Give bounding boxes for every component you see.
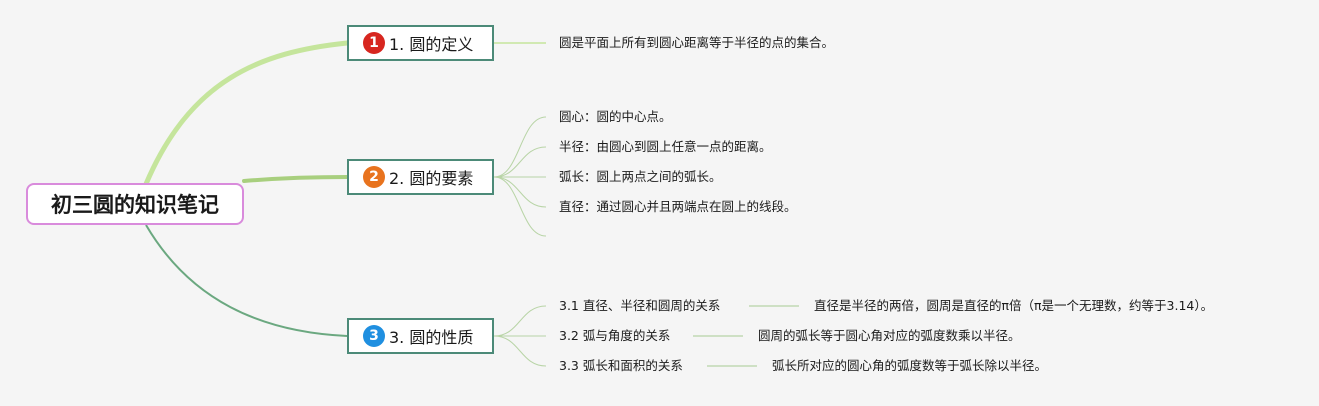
number-badge-3: 3 xyxy=(363,325,385,347)
topic-label: 3. 圆的性质 xyxy=(389,328,474,347)
topic-label: 2. 圆的要素 xyxy=(389,169,474,188)
property-detail-3[interactable]: 弧长所对应的圆心角的弧度数等于弧长除以半径。 xyxy=(772,358,1048,373)
element-radius[interactable]: 半径：由圆心到圆上任意一点的距离。 xyxy=(559,139,772,154)
sub-leaf-lines xyxy=(693,305,799,367)
property-title-1[interactable]: 3.1 直径、半径和圆周的关系 xyxy=(559,298,721,313)
root-topic[interactable]: 初三圆的知识笔记 xyxy=(26,183,244,225)
topic-label: 1. 圆的定义 xyxy=(389,35,474,54)
topic-definition[interactable]: 1 1. 圆的定义 xyxy=(347,25,494,61)
property-detail-2[interactable]: 圆周的弧长等于圆心角对应的弧度数乘以半径。 xyxy=(758,328,1021,343)
definition-text[interactable]: 圆是平面上所有到圆心距离等于半径的点的集合。 xyxy=(559,35,835,50)
topic-elements[interactable]: 2 2. 圆的要素 xyxy=(347,159,494,195)
root-title: 初三圆的知识笔记 xyxy=(51,193,219,217)
number-badge-1: 1 xyxy=(363,32,385,54)
topic-properties[interactable]: 3 3. 圆的性质 xyxy=(347,318,494,354)
branch-line-definition xyxy=(143,40,350,187)
number-badge-2: 2 xyxy=(363,166,385,188)
branch-line-elements xyxy=(242,175,349,183)
branch-line-properties xyxy=(145,224,348,337)
element-arc-length[interactable]: 弧长：圆上两点之间的弧长。 xyxy=(559,169,722,184)
leaf-lines-properties xyxy=(493,305,547,367)
leaf-lines-elements xyxy=(493,116,547,237)
property-title-3[interactable]: 3.3 弧长和面积的关系 xyxy=(559,358,683,373)
property-title-2[interactable]: 3.2 弧与角度的关系 xyxy=(559,328,671,343)
element-diameter[interactable]: 直径：通过圆心并且两端点在圆上的线段。 xyxy=(559,199,797,214)
element-center[interactable]: 圆心：圆的中心点。 xyxy=(559,109,672,124)
property-detail-1[interactable]: 直径是半径的两倍，圆周是直径的π倍（π是一个无理数，约等于3.14）。 xyxy=(814,298,1214,313)
